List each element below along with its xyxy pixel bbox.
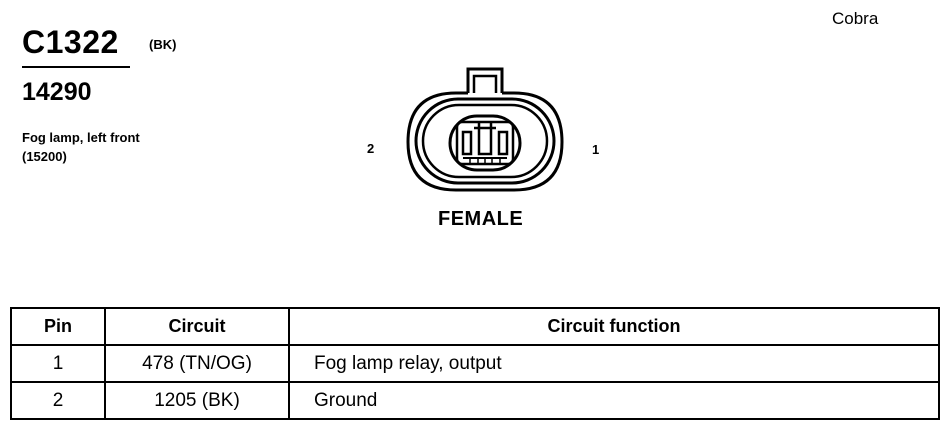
connector-shell-inner — [421, 103, 549, 179]
cell-function: Ground — [288, 381, 940, 420]
pin-1-label: 1 — [592, 142, 600, 157]
connector-description: Fog lamp, left front — [22, 130, 140, 145]
table-header-row: Pin Circuit Circuit function — [10, 307, 940, 346]
center-key — [477, 122, 493, 156]
connector-face-drawing — [406, 67, 564, 192]
latch-outer — [466, 67, 504, 93]
pin-2-label: 2 — [367, 141, 375, 156]
vehicle-model: Cobra — [832, 9, 879, 28]
connector-id: C1322 — [22, 24, 119, 60]
connector-shell-ring — [414, 97, 556, 185]
connector-id-underline — [22, 66, 130, 68]
cell-function: Fog lamp relay, output — [288, 344, 940, 383]
table-row: 2 1205 (BK) Ground — [10, 381, 940, 420]
connector-color-code: (BK) — [149, 37, 177, 52]
pin-table: Pin Circuit Circuit function 1 478 (TN/O… — [10, 307, 940, 420]
header-circuit: Circuit — [104, 307, 290, 346]
terminal-2 — [461, 130, 473, 156]
header-circuit-function: Circuit function — [288, 307, 940, 346]
terminal-1 — [497, 130, 509, 156]
connector-shell-outer — [406, 91, 564, 192]
cell-circuit: 478 (TN/OG) — [104, 344, 290, 383]
table-row: 1 478 (TN/OG) Fog lamp relay, output — [10, 344, 940, 383]
part-number: 14290 — [22, 78, 92, 106]
connector-gender-label: FEMALE — [438, 208, 524, 230]
cell-circuit: 1205 (BK) — [104, 381, 290, 420]
connector-reference: (15200) — [22, 149, 67, 164]
cell-pin: 2 — [10, 381, 106, 420]
latch-inner — [472, 74, 498, 93]
cell-pin: 1 — [10, 344, 106, 383]
header-pin: Pin — [10, 307, 106, 346]
terminal-cavity — [448, 114, 522, 172]
